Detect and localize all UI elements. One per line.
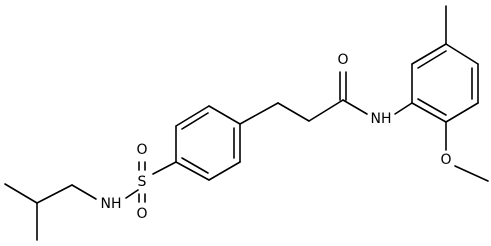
bond	[208, 161, 241, 181]
bond	[445, 102, 479, 123]
aryl-ring	[411, 5, 489, 182]
bond	[4, 183, 38, 204]
bond	[152, 161, 177, 175]
sulfonamide-nh-label: NH	[101, 196, 122, 212]
propanamide-chain	[239, 71, 413, 125]
bond	[36, 184, 73, 204]
bond	[71, 184, 97, 200]
sulfonyl-oxygen-bottom-label: O	[136, 206, 147, 222]
bond	[208, 105, 241, 125]
bond	[277, 102, 310, 122]
bond	[417, 98, 447, 116]
sulfonyl-oxygen-top-label: O	[136, 142, 147, 158]
bond	[411, 43, 447, 65]
carbonyl-oxygen-label: O	[337, 52, 348, 68]
bond	[417, 50, 447, 69]
bond	[181, 112, 209, 130]
bond	[411, 102, 447, 123]
bond	[308, 99, 344, 122]
sulfonamide-group	[125, 161, 177, 203]
isobutyl-group	[4, 183, 97, 241]
bond	[175, 105, 210, 127]
bond	[454, 165, 489, 182]
bond	[125, 189, 139, 199]
amide-nh-label: NH	[371, 111, 392, 127]
bond	[394, 102, 413, 115]
bond	[239, 102, 279, 125]
benzene-ring	[175, 105, 241, 181]
bond	[181, 157, 209, 174]
bond	[445, 43, 479, 65]
sulfur-label: S	[138, 174, 147, 190]
bond	[342, 99, 368, 115]
methoxy-oxygen-label: O	[440, 152, 451, 168]
bond	[175, 161, 210, 181]
